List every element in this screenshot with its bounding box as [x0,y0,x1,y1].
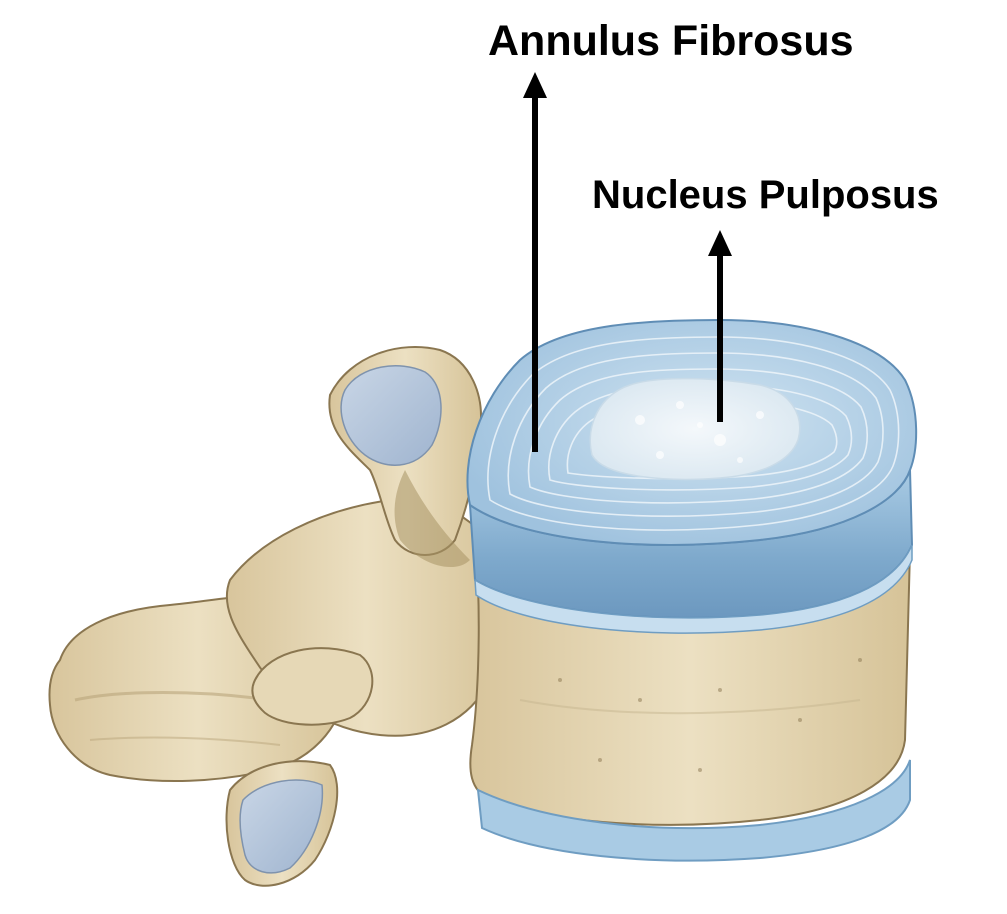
vertebral-arch [226,347,505,886]
annulus-fibrosus-label: Annulus Fibrosus [488,20,854,63]
nucleus-pulposus [590,379,799,480]
nucleus-pulposus-label: Nucleus Pulposus [592,175,939,215]
